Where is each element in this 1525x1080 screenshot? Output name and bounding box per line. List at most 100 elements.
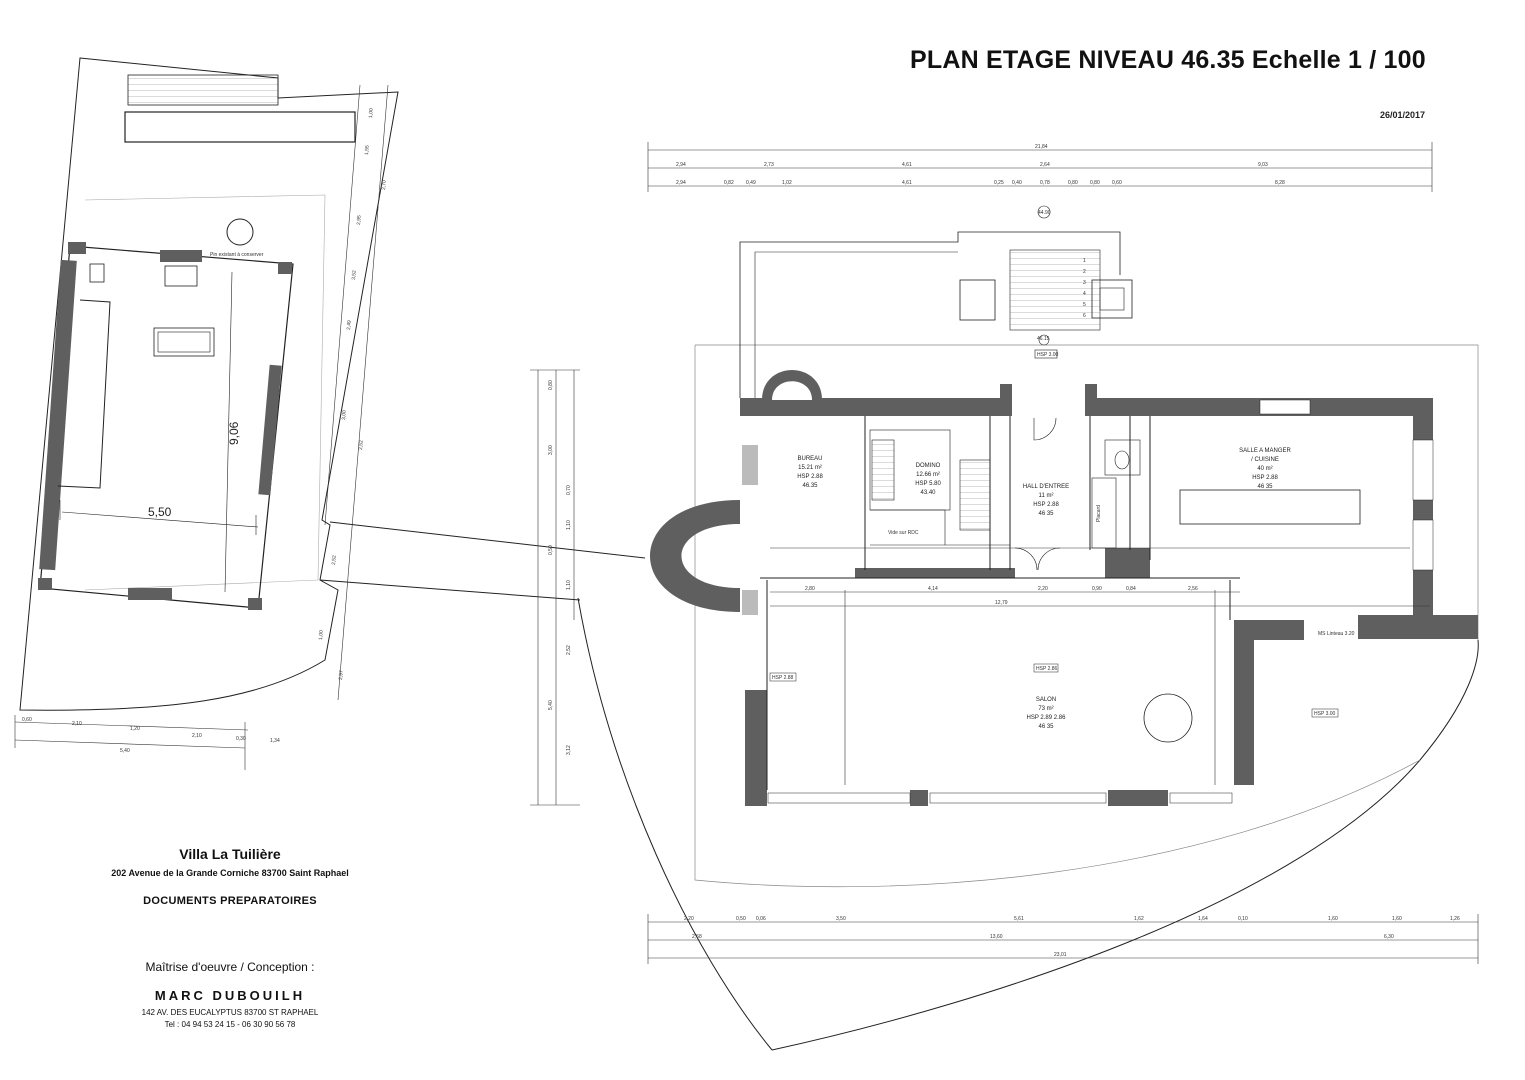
salon-area: 73 m² [1038, 706, 1053, 712]
ldim-5: 1,10 [566, 580, 572, 590]
top2-3: 1,02 [782, 180, 792, 186]
hsp-salon-tag: HSP 2.86 [1036, 666, 1058, 672]
ldim-8: 3,12 [566, 745, 572, 755]
bottom-dims: 2,20 0,50 0,06 3,50 5,61 1,62 1,64 0,10 … [647, 914, 1479, 964]
ldim-6: 2,52 [566, 645, 572, 655]
level-top: 44.90 [1038, 210, 1051, 216]
top2-10: 0,60 [1112, 180, 1122, 186]
top2-11: 8,28 [1275, 180, 1285, 186]
top1-1: 2,73 [764, 162, 774, 168]
annex-dim-0: 0,60 [22, 717, 32, 723]
domino-name: DOMINO [916, 463, 941, 469]
svg-text:3: 3 [1083, 280, 1086, 286]
domino-area: 12.66 m² [916, 472, 940, 478]
ldim-7: 5,40 [548, 700, 554, 710]
salon-dim-0: 2,80 [805, 586, 815, 592]
bureau-level: 46.35 [802, 483, 818, 489]
annex-rdim-8: 2,52 [331, 555, 338, 565]
annex-dim-5: 1,34 [270, 738, 280, 744]
documents-label: DOCUMENTS PREPARATOIRES [143, 895, 317, 907]
salon-dim-total: 12,79 [995, 600, 1008, 606]
bot1-7: 0,10 [1238, 916, 1248, 922]
top-total: 21,84 [1035, 144, 1048, 150]
salon-dim-4: 0,84 [1126, 586, 1136, 592]
villa-name: Villa La Tuilière [179, 846, 281, 862]
room-hall: HALL D'ENTREE 11 m² HSP 2.88 46 35 [1023, 484, 1069, 517]
bureau-area: 15.21 m² [798, 465, 822, 471]
svg-text:1: 1 [1083, 258, 1086, 264]
salle-level: 46 35 [1257, 484, 1273, 490]
hall-area: 11 m² [1039, 493, 1054, 499]
bot1-10: 1,26 [1450, 916, 1460, 922]
top2-9: 0,80 [1090, 180, 1100, 186]
hall-level: 46 35 [1038, 511, 1054, 517]
top2-4: 4,61 [902, 180, 912, 186]
pin-note: Pin existant à conserver [210, 252, 264, 258]
annex-rdim-9: 1,00 [318, 630, 325, 640]
ldim-1: 3,00 [548, 445, 554, 455]
bot-total: 23,01 [1054, 952, 1067, 958]
partitions [760, 416, 1240, 790]
ldim-3: 1,10 [566, 520, 572, 530]
lot-line-upper [329, 521, 646, 559]
annex-rdim-3: 2,95 [356, 215, 363, 225]
annex-dim-2: 1,20 [130, 726, 140, 732]
page-title: PLAN ETAGE NIVEAU 46.35 Echelle 1 / 100 [910, 46, 1426, 74]
bot1-4: 5,61 [1014, 916, 1024, 922]
upper-terrace [739, 231, 1121, 398]
domino-hsp: HSP 5.80 [915, 481, 941, 487]
ldim-0: 0,80 [548, 380, 554, 390]
hall-name: HALL D'ENTREE [1023, 484, 1069, 490]
annex-right-dims: 1,00 1,55 2,70 2,95 3,52 2,49 3,00 2,52 … [318, 108, 388, 680]
terrace-note: MS Linteau 3.20 [1318, 631, 1355, 637]
svg-text:6: 6 [1083, 313, 1086, 319]
domino-level: 43.40 [920, 490, 936, 496]
hsp-top-tag: HSP 3.00 [1037, 352, 1059, 358]
bureau-hsp: HSP 2.88 [797, 474, 823, 480]
salon-name: SALON [1036, 697, 1056, 703]
bot2-0: 2,68 [692, 934, 702, 940]
annex-dim-3: 2,10 [192, 733, 202, 739]
annex-rdim-7: 2,52 [358, 440, 365, 450]
top2-0: 2,94 [676, 180, 686, 186]
placard-label: Placard [1096, 505, 1102, 522]
annex-dim-total: 5,40 [120, 748, 130, 754]
annex-lot-outline [19, 57, 399, 711]
top2-2: 0,49 [746, 180, 756, 186]
salon-dim-1: 4,14 [928, 586, 938, 592]
maitrise-label: Maîtrise d'oeuvre / Conception : [145, 960, 315, 974]
ldim-4: 0,50 [548, 545, 554, 555]
top2-5: 0,25 [994, 180, 1004, 186]
annex-terrace-outline [84, 194, 326, 591]
architect-tel: Tel : 04 94 53 24 15 - 06 30 90 56 78 [164, 1020, 296, 1029]
main-left-dims: 0,80 3,00 0,70 1,10 0,50 1,10 2,52 5,40 … [530, 369, 580, 806]
architect-name: MARC DUBOUILH [154, 988, 306, 1003]
top1-0: 2,94 [676, 162, 686, 168]
top-dims: 21,84 2,94 2,73 4,61 2,64 9,03 2,94 0,82… [647, 142, 1433, 192]
annex-rdim-10: 2,97 [338, 670, 345, 680]
salon-level: 46 35 [1038, 724, 1054, 730]
annex-rdim-5: 2,49 [346, 320, 353, 330]
bot1-2: 0,06 [756, 916, 766, 922]
salon-dim-3: 0,90 [1092, 586, 1102, 592]
annex-plan: Pin existant à conserver 5,50 9,06 [14, 57, 399, 770]
room-bureau: BUREAU 15.21 m² HSP 2.88 46.35 [797, 456, 823, 489]
annex-height-dim: 9,06 [227, 421, 241, 445]
entrance-steps: 1 2 3 4 5 6 [1083, 258, 1086, 319]
bot1-3: 3,50 [836, 916, 846, 922]
level-mid: 46.15 [1037, 336, 1050, 342]
bot2-1: 13,60 [990, 934, 1003, 940]
bot2-2: 6,30 [1384, 934, 1394, 940]
hall-hsp: HSP 2.88 [1033, 502, 1059, 508]
main-plan: 1 2 3 4 5 6 HSP 3.00 44.90 [650, 205, 1479, 888]
room-salle: SALLE A MANGER / CUISINE 40 m² HSP 2.88 … [1239, 448, 1291, 490]
top1-2: 4,61 [902, 162, 912, 168]
top2-8: 0,80 [1068, 180, 1078, 186]
bot1-8: 1,60 [1328, 916, 1338, 922]
annex-rdim-0: 1,00 [368, 108, 375, 118]
bot1-1: 0,50 [736, 916, 746, 922]
top2-1: 0,82 [724, 180, 734, 186]
svg-text:2: 2 [1083, 269, 1086, 275]
ldim-2: 0,70 [566, 485, 572, 495]
annex-stairs [127, 74, 279, 106]
